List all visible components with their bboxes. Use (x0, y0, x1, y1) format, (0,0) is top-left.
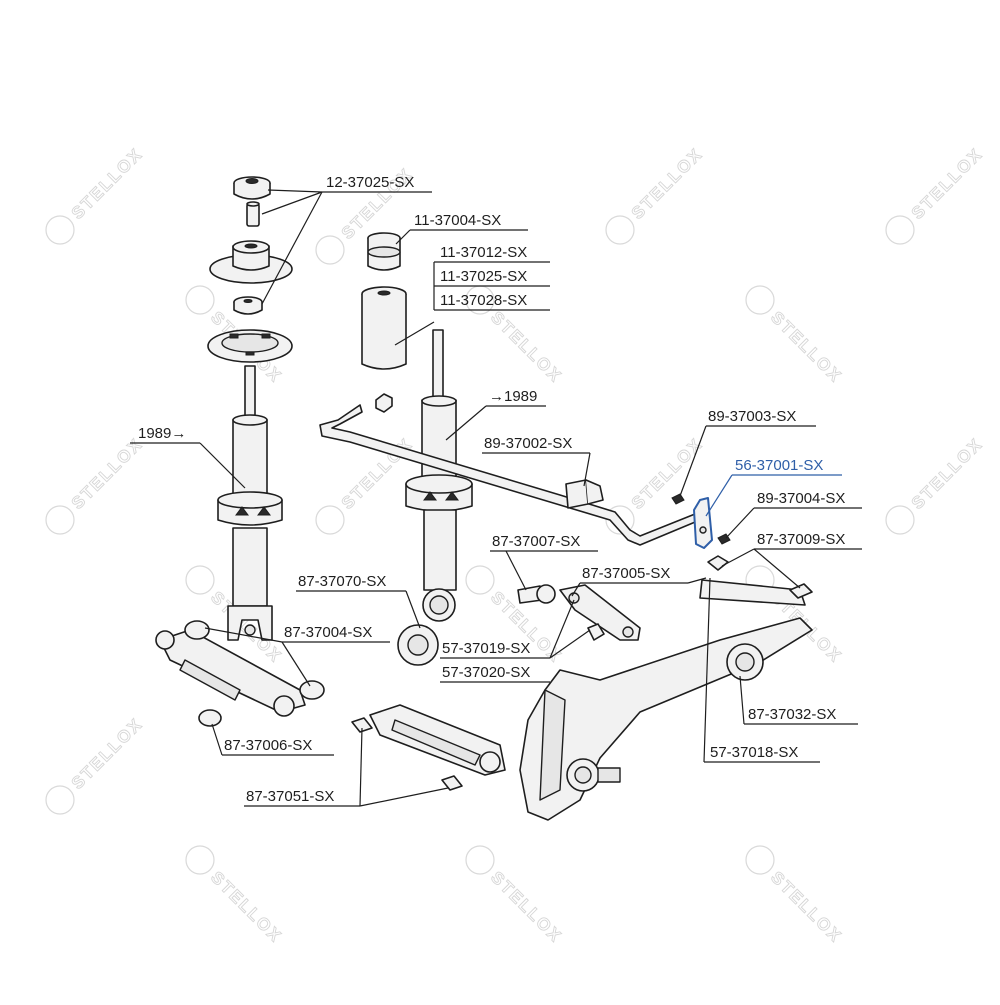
callout-56-37001[interactable]: 56-37001-SX (735, 457, 824, 474)
callout-87-37007: 87-37007-SX (492, 533, 581, 550)
upper-control-link (699, 555, 813, 606)
callout-87-37006: 87-37006-SX (224, 737, 313, 754)
upper-mount-plate (209, 240, 293, 284)
middle-damper-body (405, 395, 473, 622)
top-mount-sleeve (246, 201, 260, 227)
trailing-arm-bushing (397, 624, 439, 666)
lower-arm-bushing-a (184, 620, 210, 640)
callout-89-37003: 89-37003-SX (708, 408, 797, 425)
bump-stop-boot (361, 286, 407, 370)
stabilizer-bushing (565, 479, 604, 509)
lateral-arm (559, 584, 641, 641)
watermark-text: STELLOX (628, 144, 707, 223)
callout-87-37004: 87-37004-SX (284, 624, 373, 641)
leader-lines (130, 189, 862, 807)
left-strut-assembly (207, 176, 293, 641)
watermark-text: STELLOX (487, 308, 566, 387)
watermark-text: STELLOX (628, 434, 707, 513)
watermark-text: STELLOX (207, 868, 286, 947)
top-mount-cap (233, 176, 271, 200)
left-damper-body (217, 414, 283, 641)
watermark-text: STELLOX (68, 714, 147, 793)
callout-11-37004: 11-37004-SX (414, 212, 502, 229)
callout-87-37070: 87-37070-SX (298, 573, 387, 590)
callout-1989-left: 1989→ (138, 425, 187, 442)
upper-bushing (367, 232, 401, 271)
bushing-bolt (517, 584, 556, 604)
callout-11-37025: 11-37025-SX (440, 268, 528, 285)
piston-rod-2 (432, 329, 444, 407)
link-nut-upper (671, 493, 685, 505)
callout-87-37032: 87-37032-SX (748, 706, 837, 723)
lower-arm-left (155, 620, 325, 727)
stabilizer-link-nut (375, 393, 393, 413)
callout-1989-right: →1989 (489, 388, 538, 405)
watermark-text: STELLOX (908, 434, 987, 513)
callout-12-37025: 12-37025-SX (326, 174, 415, 191)
lower-arm-bushing-c (198, 709, 222, 727)
callout-89-37002: 89-37002-SX (484, 435, 573, 452)
callout-87-37051: 87-37051-SX (246, 788, 335, 805)
watermark-text: STELLOX (767, 308, 846, 387)
callout-87-37009: 87-37009-SX (757, 531, 846, 548)
watermark-text: STELLOX (68, 144, 147, 223)
lower-mount-bushing (233, 296, 263, 315)
lower-arm-right (351, 704, 506, 791)
lower-arm-bushing-b (299, 680, 325, 700)
spring-seat (207, 329, 293, 363)
watermark-text: STELLOX (908, 144, 987, 223)
callout-57-37019: 57-37019-SX (442, 640, 531, 657)
piston-rod (244, 365, 256, 419)
callout-89-37004: 89-37004-SX (757, 490, 846, 507)
right-strut-assembly (361, 232, 473, 622)
watermark-text: STELLOX (487, 868, 566, 947)
watermark-text: STELLOX (68, 434, 147, 513)
callout-11-37012: 11-37012-SX (440, 244, 528, 261)
callout-87-37005: 87-37005-SX (582, 565, 671, 582)
callout-11-37028: 11-37028-SX (440, 292, 528, 309)
callout-57-37018: 57-37018-SX (710, 744, 799, 761)
knuckle-trailing-arm (519, 617, 813, 821)
callout-57-37020: 57-37020-SX (442, 664, 531, 681)
watermark-text: STELLOX (767, 868, 846, 947)
